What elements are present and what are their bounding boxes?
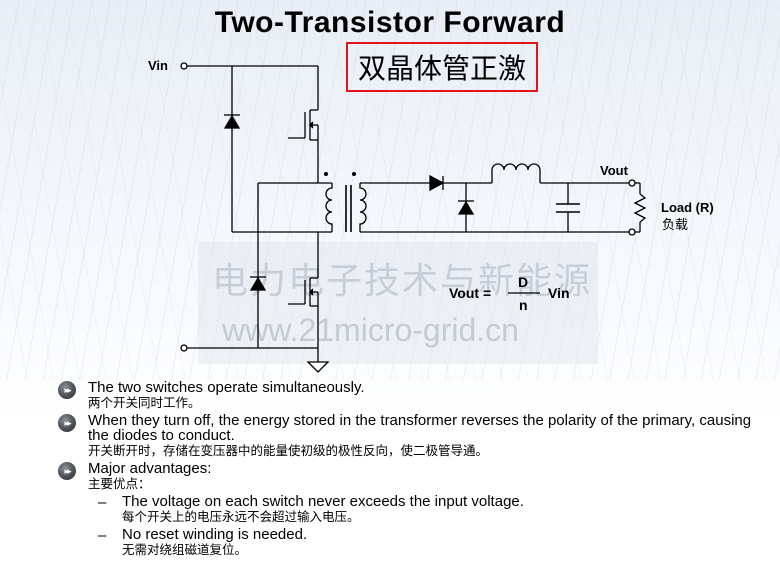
equation-denominator: n [519,297,528,313]
ground-symbol [306,361,330,373]
polarity-dot-secondary [352,172,356,176]
bullet-arrow-icon: ▸▸ [58,462,76,480]
sub-bullet-item: – The voltage on each switch never excee… [58,494,758,524]
equation-numerator: D [518,274,529,290]
subtitle-box: 双晶体管正激 [346,42,538,92]
diode-d2 [249,276,267,291]
watermark-cn: 电力电子技术与新能源 [212,261,593,302]
bullet-text-cn: 主要优点： [88,476,151,491]
bullet-list: ▸▸ The two switches operate simultaneous… [58,380,758,557]
bullet-arrow-icon: ▸▸ [58,414,76,432]
slide-title: Two-Transistor Forward [214,6,566,39]
vout-label: Vout [600,163,628,178]
ground-terminal [180,344,188,352]
vin-label: Vin [148,58,168,73]
bullet-arrow-icon: ▸▸ [58,381,76,399]
sub-bullet-item: – No reset winding is needed. 无需对绕组磁道复位。 [58,527,758,557]
load-label-cn: 负载 [662,218,689,233]
circuit-schematic [180,62,647,373]
sub-bullet-text-cn: 每个开关上的电压永远不会超过输入电压。 [122,509,360,524]
load-resistor [633,193,647,223]
sub-bullet-text-en: No reset winding is needed. [122,526,308,543]
equation-lhs: Vout = [449,285,492,301]
bullet-text-en: Major advantages: [88,460,212,477]
sub-bullet-dash: – [98,494,107,511]
watermark-url: www.21micro-grid.cn [222,312,519,348]
bullet-item: ▸▸ Major advantages: 主要优点： [58,461,758,491]
vin-terminal [180,62,188,70]
subtitle-text: 双晶体管正激 [357,52,526,85]
secondary-coil [359,183,367,232]
sub-bullet-text-cn: 无需对绕组磁道复位。 [122,542,248,557]
mosfet-q1 [288,109,319,145]
vout-return-terminal [628,228,636,236]
polarity-dot-primary [324,172,328,176]
sub-bullet-dash: – [98,527,107,544]
output-inductor [491,163,541,183]
bullet-item: ▸▸ The two switches operate simultaneous… [58,380,758,410]
diode-d4 [457,200,475,215]
primary-coil [325,183,333,232]
sub-bullet-text-en: The voltage on each switch never exceeds… [122,493,524,510]
bullet-text-cn: 两个开关同时工作。 [88,395,201,410]
equation-rhs: Vin [548,285,570,301]
bullet-text-en: The two switches operate simultaneously. [88,379,365,396]
diode-d1 [223,114,241,129]
watermark-panel [198,242,598,364]
bullet-text-cn: 开关断开时，存储在变压器中的能量使初级的极性反向，使二极管导通。 [88,443,489,458]
mosfet-q2 [288,277,319,312]
diode-d3 [429,174,445,192]
load-label: Load (R) [661,200,714,215]
vout-terminal [628,179,636,187]
bullet-text-en: When they turn off, the energy stored in… [88,412,752,444]
bullet-item: ▸▸ When they turn off, the energy stored… [58,413,758,458]
